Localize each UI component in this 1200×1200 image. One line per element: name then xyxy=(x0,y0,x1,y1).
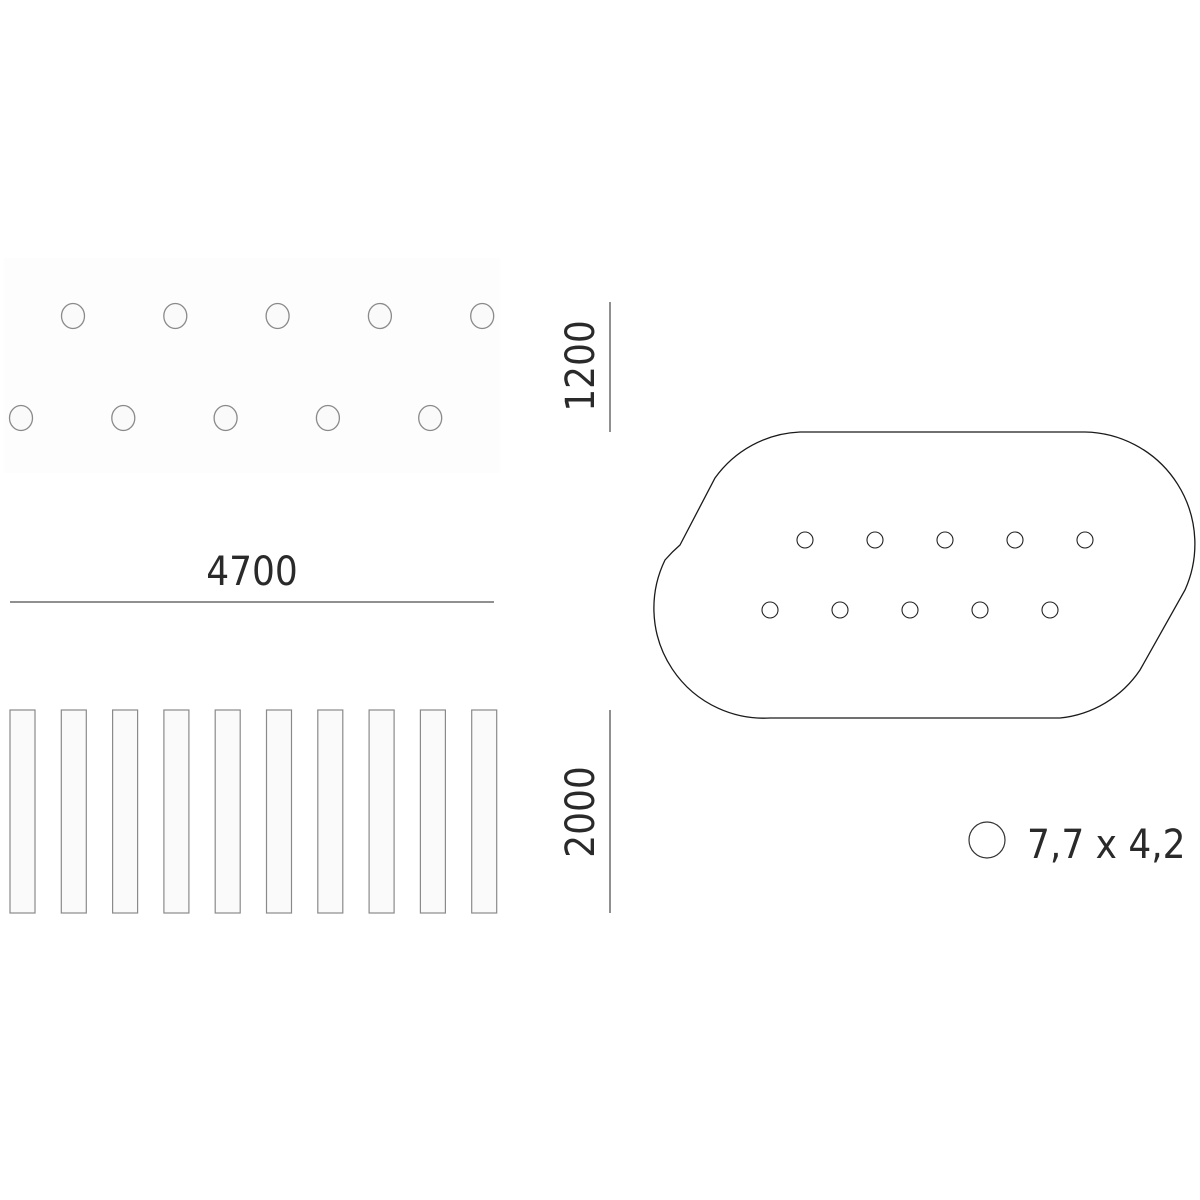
hole-icon xyxy=(418,404,443,432)
slat xyxy=(368,709,395,914)
hole-icon xyxy=(971,601,989,619)
slat xyxy=(265,709,293,914)
slat xyxy=(9,709,36,914)
hole-icon xyxy=(315,404,341,432)
slat xyxy=(419,709,446,914)
top-view-panel xyxy=(4,258,500,473)
height-dimension-label: 1200 xyxy=(558,320,604,412)
hole-icon xyxy=(1076,531,1094,549)
tabletop-holes xyxy=(761,531,1094,619)
slat xyxy=(214,709,241,914)
hole-icon xyxy=(367,302,393,330)
hole-icon xyxy=(265,302,290,330)
tabletop-outline xyxy=(653,431,1196,719)
hole-icon xyxy=(60,302,86,330)
hole-size-label: 7,7 x 4,2 xyxy=(1027,822,1186,868)
top-view-holes xyxy=(8,302,495,432)
slat xyxy=(60,709,87,914)
hole-icon xyxy=(1006,531,1024,549)
side-view-slats xyxy=(9,709,498,914)
hole-icon xyxy=(761,601,779,619)
hole-icon xyxy=(936,531,954,549)
hole-icon xyxy=(8,404,34,432)
slat xyxy=(317,709,344,914)
hole-icon xyxy=(796,531,814,549)
length-dimension-label: 2000 xyxy=(558,766,604,858)
slat xyxy=(163,709,190,914)
slat xyxy=(471,709,498,914)
hole-icon xyxy=(901,601,919,619)
width-dimension-label: 4700 xyxy=(206,549,298,595)
slat xyxy=(111,709,139,914)
hole-legend-icon xyxy=(968,821,1006,859)
hole-icon xyxy=(1041,601,1059,619)
hole-icon xyxy=(111,404,136,432)
hole-icon xyxy=(470,302,495,330)
hole-icon xyxy=(163,302,188,330)
hole-icon xyxy=(866,531,884,549)
hole-icon xyxy=(213,404,238,432)
hole-icon xyxy=(831,601,849,619)
